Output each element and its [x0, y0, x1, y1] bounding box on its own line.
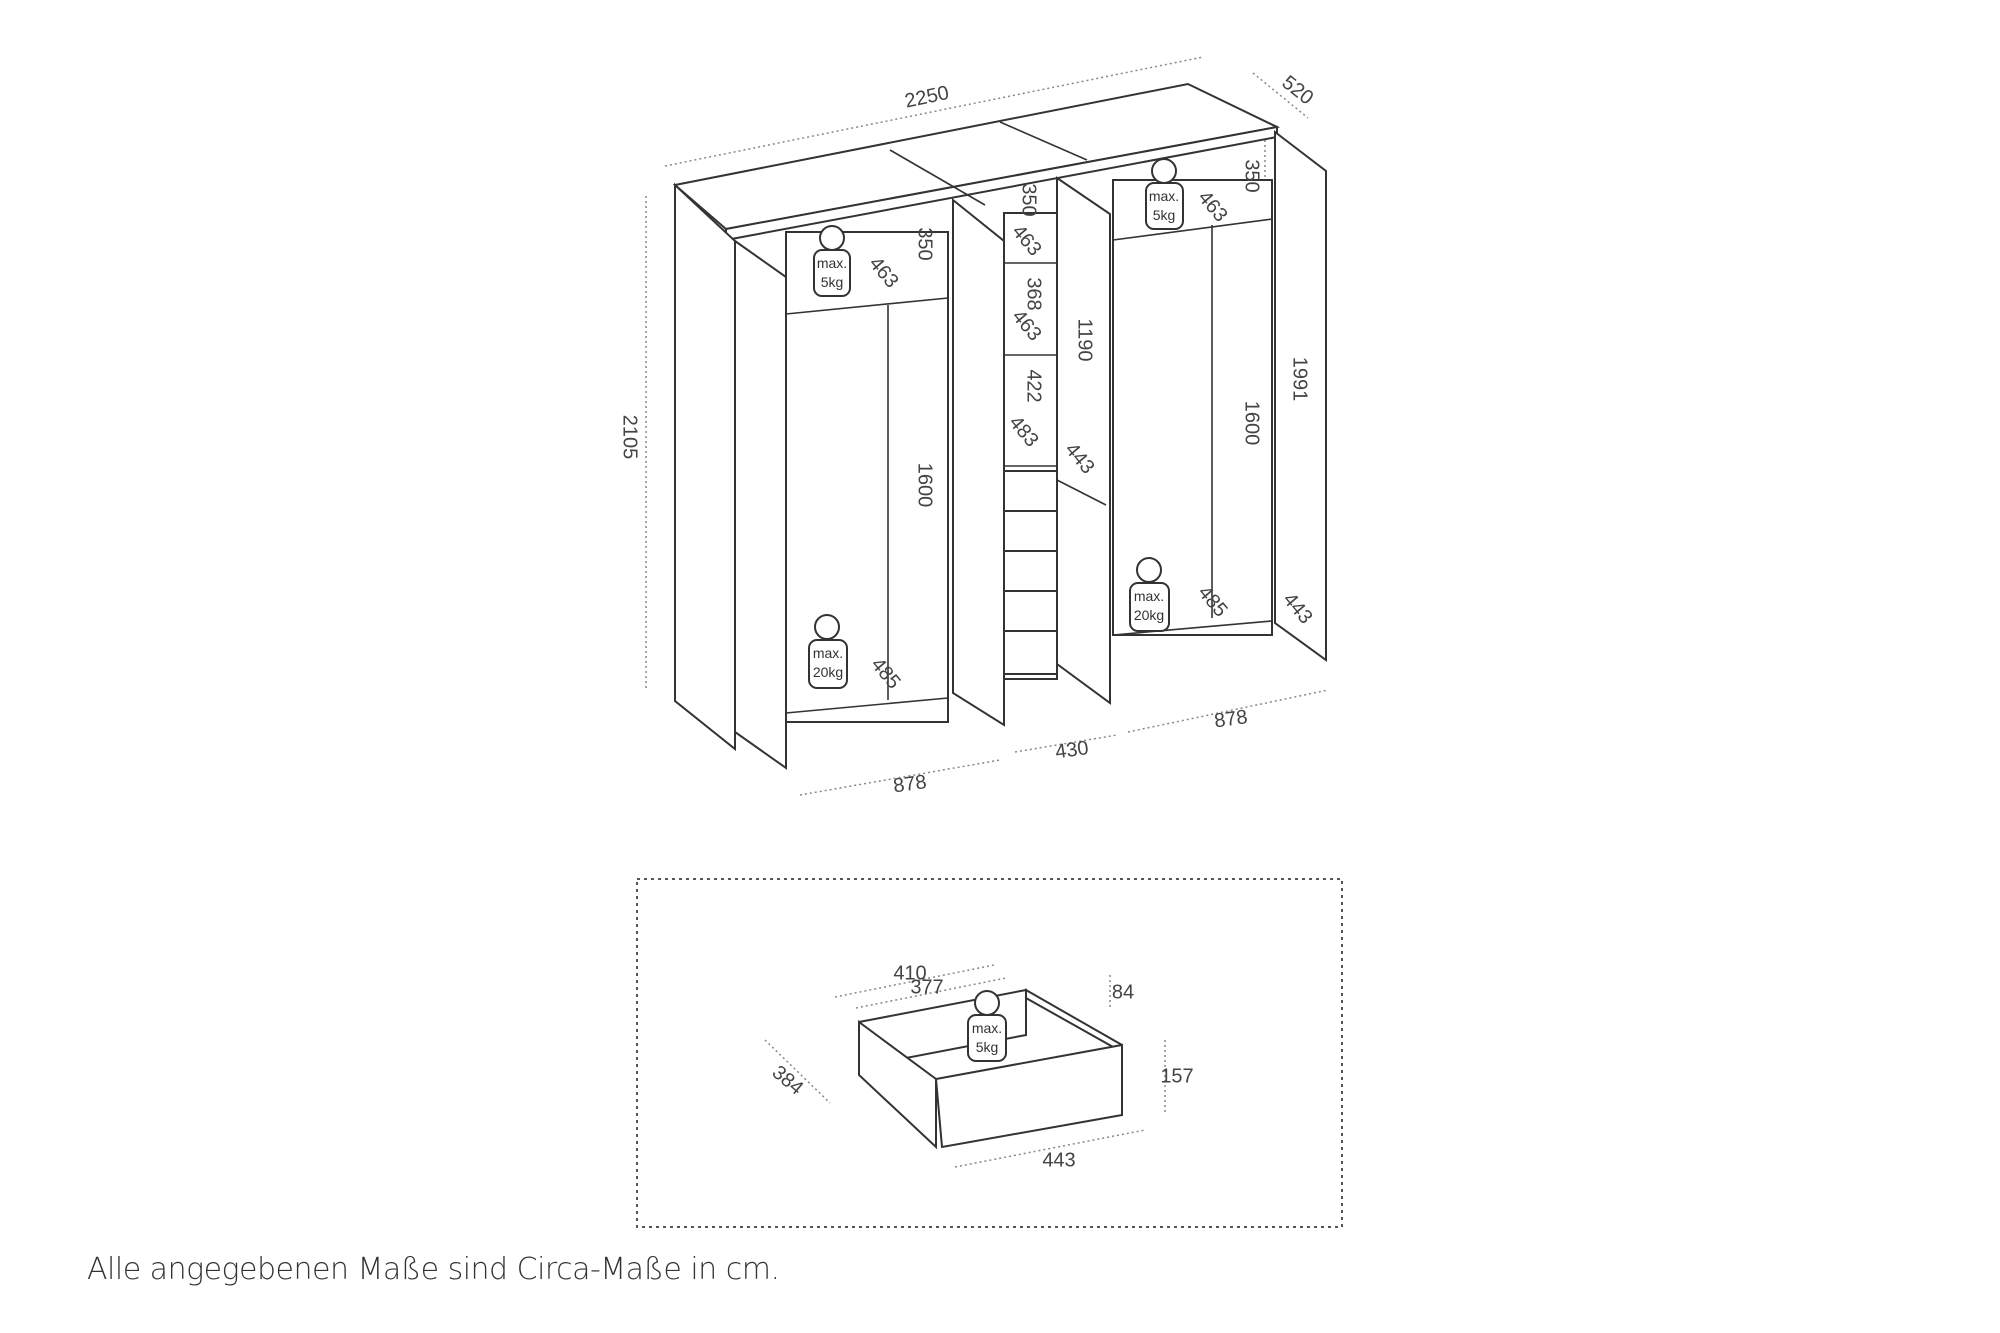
svg-text:2250: 2250 [903, 82, 951, 113]
svg-text:350: 350 [1241, 159, 1263, 192]
svg-text:1600: 1600 [914, 463, 936, 508]
svg-text:157: 157 [1160, 1065, 1193, 1087]
svg-text:5kg: 5kg [821, 274, 844, 290]
svg-text:878: 878 [892, 771, 928, 797]
wardrobe-dimension-labels: 2250 520 2105 350 463 1600 485 350 463 3… [619, 71, 1318, 797]
svg-text:1991: 1991 [1289, 357, 1311, 402]
svg-text:377: 377 [910, 976, 943, 998]
door-mid-right [1056, 176, 1111, 705]
drawer-detail-frame [636, 878, 1343, 1228]
svg-text:max.: max. [817, 255, 847, 271]
svg-text:1190: 1190 [1074, 318, 1096, 361]
svg-text:2105: 2105 [619, 415, 641, 460]
svg-text:5kg: 5kg [976, 1039, 999, 1055]
svg-text:max.: max. [1149, 188, 1179, 204]
svg-text:384: 384 [768, 1061, 808, 1099]
svg-text:max.: max. [813, 645, 843, 661]
weight-icon: max. 20kg [808, 614, 848, 689]
svg-text:443: 443 [1042, 1149, 1075, 1171]
door-left [734, 239, 787, 770]
drawer-stack [1003, 470, 1058, 675]
svg-text:max.: max. [1134, 588, 1164, 604]
svg-text:1600: 1600 [1241, 401, 1263, 446]
weight-icon: max. 5kg [1145, 158, 1184, 230]
carcass [785, 179, 1273, 723]
svg-text:410: 410 [893, 962, 926, 984]
svg-text:350: 350 [914, 227, 936, 260]
svg-text:350: 350 [1018, 183, 1040, 216]
svg-text:max.: max. [972, 1020, 1002, 1036]
svg-text:430: 430 [1054, 737, 1090, 763]
svg-text:20kg: 20kg [1134, 607, 1164, 623]
weight-icon: max. 5kg [813, 225, 851, 297]
door-right [1274, 129, 1327, 662]
svg-text:20kg: 20kg [813, 664, 843, 680]
svg-text:422: 422 [1023, 369, 1045, 402]
svg-text:520: 520 [1278, 71, 1318, 109]
caption: Alle angegebenen Maße sind Circa-Maße in… [87, 1252, 780, 1287]
svg-text:878: 878 [1213, 706, 1249, 732]
left-side-panel [674, 182, 736, 752]
weight-icon: max. 20kg [1129, 557, 1170, 632]
drawer-drawing: max. 5kg [764, 964, 1166, 1168]
svg-text:5kg: 5kg [1153, 207, 1176, 223]
svg-text:368: 368 [1023, 277, 1045, 310]
svg-text:84: 84 [1112, 981, 1134, 1003]
door-mid-left [952, 197, 1005, 727]
